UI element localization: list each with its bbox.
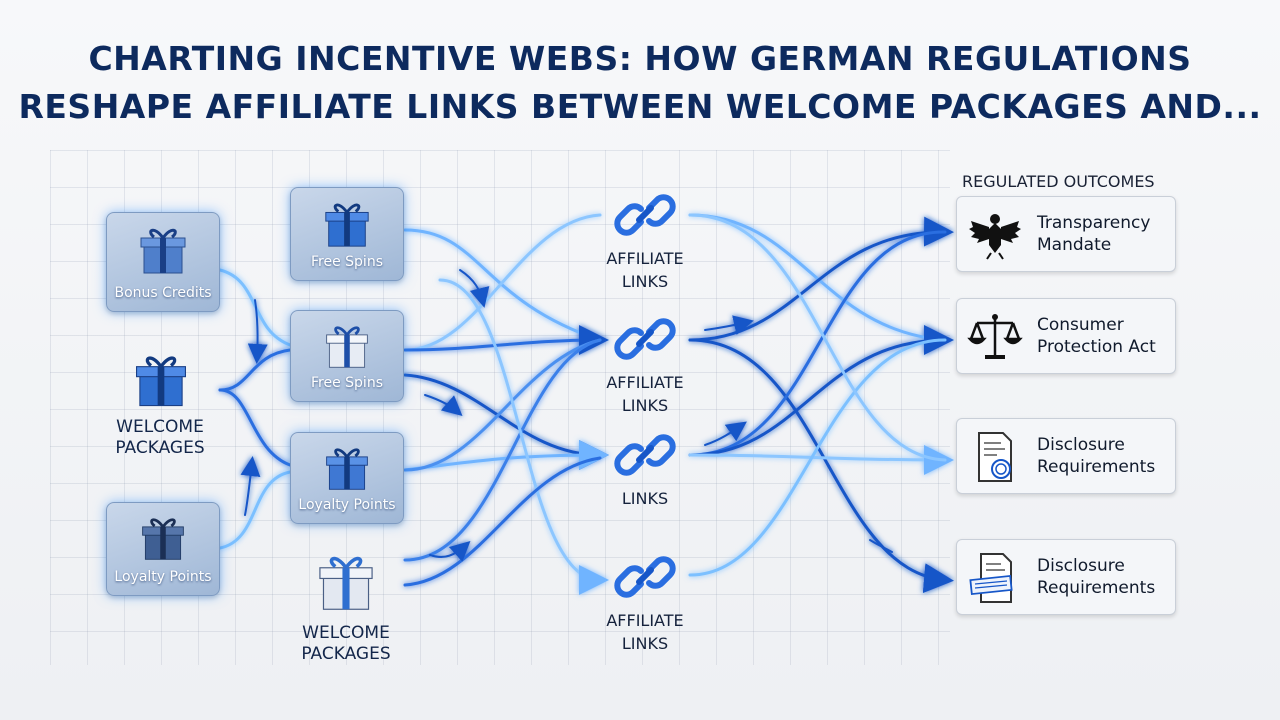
affiliate-links-node-1[interactable]: AFFILIATE LINKS <box>590 188 700 292</box>
chain-link-icon <box>614 434 676 476</box>
loyalty-points-label: Loyalty Points <box>298 497 396 513</box>
eagle-icon <box>969 214 1021 260</box>
welcome-packages-line: WELCOME <box>116 417 204 437</box>
outcome-label-line: Protection Act <box>1037 337 1156 357</box>
outcome-label: Disclosure Requirements <box>1037 434 1173 478</box>
gift-icon <box>322 321 372 375</box>
gift-icon <box>130 350 192 414</box>
bonus-credits-label: Bonus Credits <box>114 285 212 301</box>
document-stamp-icon <box>969 553 1013 603</box>
affiliate-label-line: LINKS <box>621 272 669 291</box>
outcome-label-line: Requirements <box>1037 457 1156 477</box>
chain-link-icon <box>614 318 676 360</box>
outcome-label-line: Consumer <box>1037 315 1124 335</box>
outcomes-heading: REGULATED OUTCOMES <box>962 172 1155 191</box>
welcome-packages-line: PACKAGES <box>301 644 391 664</box>
affiliate-label-line: LINKS <box>621 396 669 415</box>
welcome-packages-line: WELCOME <box>302 623 390 643</box>
outcome-label-line: Mandate <box>1037 235 1112 255</box>
gift-icon <box>138 513 188 567</box>
affiliate-label-line: LINKS <box>621 489 669 508</box>
chain-link-icon <box>614 556 676 598</box>
loyalty-points-node-2[interactable]: Loyalty Points <box>290 432 404 524</box>
gift-icon <box>322 443 372 497</box>
free-spins-node-2[interactable]: Free Spins <box>290 310 404 402</box>
outcome-disclosure-requirements-2[interactable]: Disclosure Requirements <box>956 539 1176 615</box>
affiliate-links-node-4[interactable]: AFFILIATE LINKS <box>590 550 700 654</box>
document-seal-icon <box>978 432 1012 482</box>
outcome-consumer-protection-act[interactable]: Consumer Protection Act <box>956 298 1176 374</box>
links-node-3[interactable]: LINKS <box>590 428 700 509</box>
outcome-label-line: Requirements <box>1037 578 1156 598</box>
welcome-packages-label-2: WELCOME PACKAGES <box>286 623 406 665</box>
welcome-packages-line: PACKAGES <box>115 438 205 458</box>
outcome-transparency-mandate[interactable]: Transparency Mandate <box>956 196 1176 272</box>
gift-icon <box>321 198 373 254</box>
affiliate-label-line: AFFILIATE <box>606 373 684 392</box>
chain-link-icon <box>614 194 676 236</box>
affiliate-label-line: AFFILIATE <box>606 611 684 630</box>
outcome-label-line: Disclosure <box>1037 556 1125 576</box>
outcome-label: Transparency Mandate <box>1037 212 1173 256</box>
free-spins-node-1[interactable]: Free Spins <box>290 187 404 281</box>
outcome-label: Disclosure Requirements <box>1037 555 1173 599</box>
bonus-credits-node[interactable]: Bonus Credits <box>106 212 220 312</box>
outcome-label: Consumer Protection Act <box>1037 314 1173 358</box>
affiliate-label-line: AFFILIATE <box>606 249 684 268</box>
affiliate-links-node-2[interactable]: AFFILIATE LINKS <box>590 312 700 416</box>
outcome-disclosure-requirements-1[interactable]: Disclosure Requirements <box>956 418 1176 494</box>
page-title-line-1: CHARTING INCENTIVE WEBS: HOW GERMAN REGU… <box>88 39 1192 78</box>
gift-icon <box>313 550 379 618</box>
loyalty-points-label: Loyalty Points <box>114 569 212 585</box>
outcome-label-line: Transparency <box>1037 213 1151 233</box>
free-spins-label: Free Spins <box>311 375 383 391</box>
free-spins-label: Free Spins <box>311 254 383 270</box>
loyalty-points-node-1[interactable]: Loyalty Points <box>106 502 220 596</box>
scales-icon <box>967 314 1023 359</box>
gift-icon <box>136 223 190 281</box>
welcome-packages-label-1: WELCOME PACKAGES <box>100 417 220 459</box>
page-title-line-2: RESHAPE AFFILIATE LINKS BETWEEN WELCOME … <box>18 87 1262 126</box>
affiliate-label-line: LINKS <box>621 634 669 653</box>
outcome-label-line: Disclosure <box>1037 435 1125 455</box>
